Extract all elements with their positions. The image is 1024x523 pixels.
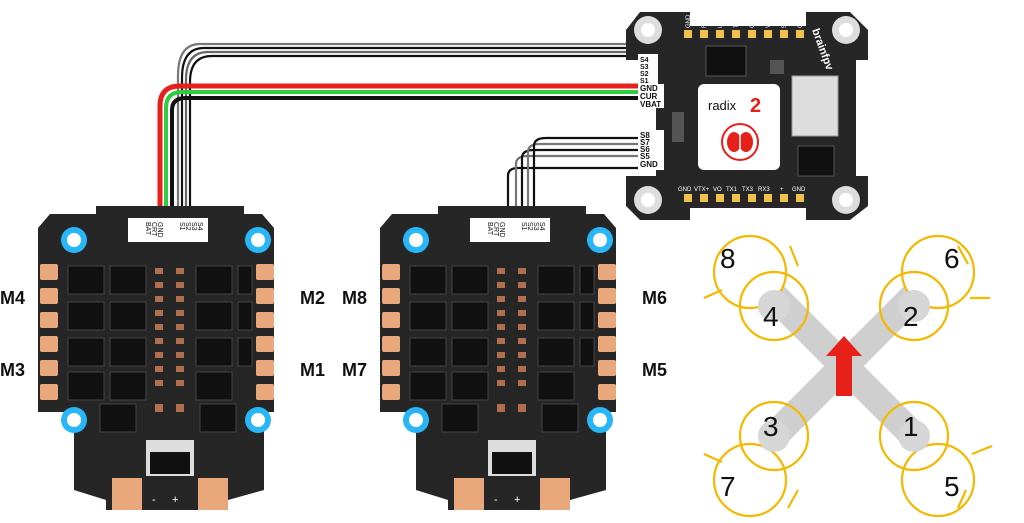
motor-label-m8: M8 <box>342 288 367 308</box>
motor-number-2: 2 <box>903 301 919 332</box>
motor-number-6: 6 <box>944 243 960 274</box>
esc-pad-label: BAT <box>486 222 493 236</box>
motor-label-m5: M5 <box>642 360 667 380</box>
power-plus: + <box>514 494 520 506</box>
esc-pad-label: CRT <box>492 222 499 237</box>
usb-connector <box>791 75 839 137</box>
prop-inner-4 <box>738 270 810 342</box>
fc-top-pin: GND <box>686 14 692 28</box>
esc-pad-label: GND <box>156 222 163 238</box>
motor-layout: 4 2 3 1 8 6 7 5 <box>703 234 993 518</box>
esc-pad-label: S2 <box>526 222 533 231</box>
esc-connector <box>470 218 550 242</box>
motor-label-m1: M1 <box>300 360 325 380</box>
motor-number-7: 7 <box>720 471 736 502</box>
motor-label-m7: M7 <box>342 360 367 380</box>
motor-label-m6: M6 <box>642 288 667 308</box>
motor-label-m4: M4 <box>0 288 25 308</box>
motor-number-3: 3 <box>763 411 779 442</box>
fc-pin: S7 <box>640 138 650 147</box>
fc-top-pin: TX2 <box>734 16 740 28</box>
signal-wires-top <box>176 42 638 218</box>
motor-number-5: 5 <box>944 471 960 502</box>
prop-inner-3 <box>738 400 810 472</box>
power-wires <box>157 83 638 218</box>
fc-pin: S3 <box>640 64 649 71</box>
fc-logo-text: radix <box>708 98 737 113</box>
prop-outer-7 <box>712 442 788 518</box>
fc-pin: S2 <box>640 71 649 78</box>
power-minus: - <box>152 494 156 506</box>
radix-logo-panel <box>698 84 780 170</box>
fc-bottom-pin: TX1 <box>726 187 738 193</box>
fc-pin: S4 <box>640 57 649 64</box>
fc-top-pin: LED <box>718 16 724 28</box>
fc-bottom-pin: GND <box>792 187 806 193</box>
motor-number-4: 4 <box>763 301 779 332</box>
fc-bottom-pin: RX3 <box>758 187 770 193</box>
fc-connector-power <box>638 84 664 108</box>
fc-connector-signal-b <box>638 130 664 170</box>
motor-label-m2: M2 <box>300 288 325 308</box>
mount-hole <box>61 227 271 433</box>
fc-pin: S1 <box>640 78 649 85</box>
esc-right: GND CRT BAT S4 S3 S2 S1 - + <box>380 206 616 510</box>
esc-connector <box>128 218 208 242</box>
fc-pin: CUR <box>640 92 658 101</box>
esc-pad-label: S3 <box>532 222 539 231</box>
forward-arrow-icon <box>826 336 862 396</box>
fc-bottom-pin: TX3 <box>742 187 754 193</box>
signal-wires-bottom <box>506 136 638 218</box>
fc-bottom-pin: GND <box>678 187 692 193</box>
fc-bottom-pin: + <box>780 187 784 193</box>
fc-connector-signal-a <box>638 54 658 84</box>
fc-top-pin: RX2 <box>702 16 708 28</box>
mount-hole <box>403 227 613 433</box>
fc-top-pin: GND <box>798 14 804 28</box>
esc-pad-label: BAT <box>144 222 151 236</box>
fc-top-pin: 5V <box>782 21 788 28</box>
fc-bottom-pin: VTX+ <box>694 187 710 193</box>
fc-top-pin: CC <box>750 19 756 28</box>
fc-logo-number: 2 <box>750 95 761 117</box>
fc-bottom-pin: VO <box>713 187 722 193</box>
brain-logo-icon <box>721 123 759 161</box>
fc-pin: VBAT <box>640 100 661 109</box>
prop-outer-8 <box>712 234 788 310</box>
esc-pad-label: S2 <box>184 222 191 231</box>
esc-pad-label: CRT <box>150 222 157 237</box>
prop-outer-6 <box>900 234 976 310</box>
power-minus: - <box>494 494 498 506</box>
esc-pad-label: S1 <box>520 222 527 231</box>
fc-pin: S5 <box>640 152 650 161</box>
esc-pad-label: S1 <box>178 222 185 231</box>
motor-number-1: 1 <box>903 411 919 442</box>
esc-pad-label: S4 <box>196 222 203 231</box>
esc-pad-label: S3 <box>190 222 197 231</box>
fc-pin: S6 <box>640 145 650 154</box>
fc-mount-hole <box>634 16 860 214</box>
esc-left: GND CRT BAT S4 S3 S2 S1 - + M4 M3 M2 M1 <box>0 206 325 510</box>
motor-number-8: 8 <box>720 243 736 274</box>
esc-pad-label: GND <box>498 222 505 238</box>
fc-pin: GND <box>640 160 658 169</box>
prop-inner-2 <box>878 270 950 342</box>
power-plus: + <box>172 494 178 506</box>
fc-pin: S8 <box>640 131 650 140</box>
motor-label-m3: M3 <box>0 360 25 380</box>
fc-top-pin: VTX <box>766 16 772 28</box>
esc-pad-label: S4 <box>538 222 545 231</box>
prop-outer-5 <box>900 442 976 518</box>
fc-pin: GND <box>640 84 658 93</box>
flight-controller: GND RX2 LED TX2 CC VTX 5V GND GND VTX+ V… <box>626 12 868 220</box>
prop-inner-1 <box>878 400 950 472</box>
